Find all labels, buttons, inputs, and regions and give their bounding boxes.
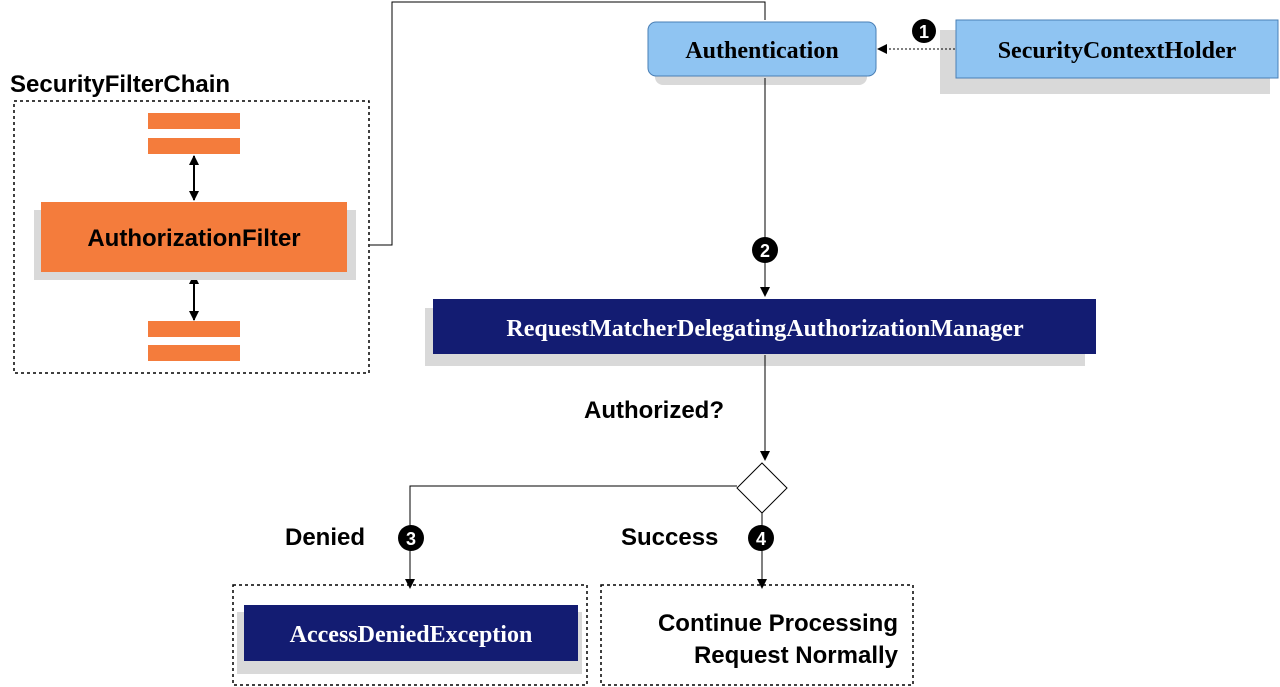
authorization-filter-box: [41, 202, 347, 272]
authorization-filter-label: AuthorizationFilter: [87, 225, 300, 252]
authentication-box: [647, 21, 877, 77]
filter-bar-lower-2: [148, 345, 240, 361]
step-2-badge: [752, 237, 778, 263]
manager-label: RequestMatcherDelegatingAuthorizationMan…: [506, 316, 1024, 342]
security-context-holder-box: [955, 19, 1279, 79]
step-3-badge: [398, 525, 424, 551]
continue-processing-frame: [600, 584, 914, 686]
filter-bar-upper-2: [148, 138, 240, 154]
step-4-badge: [748, 525, 774, 551]
access-denied-frame: [232, 584, 588, 686]
step-1-badge: [912, 19, 936, 43]
manager-box: [433, 299, 1096, 354]
decision-diamond: [736, 462, 788, 514]
authorized-question-label: Authorized?: [584, 397, 724, 424]
authentication-label: Authentication: [685, 38, 838, 64]
filter-bar-lower-1: [148, 321, 240, 337]
security-filter-chain-title: SecurityFilterChain: [10, 71, 230, 98]
filter-bar-upper-1: [148, 113, 240, 129]
step-1-number: 1: [919, 22, 929, 42]
denied-label: Denied: [285, 524, 365, 551]
continue-processing-line-2: Request Normally: [694, 642, 899, 669]
denied-branch-line: [405, 485, 737, 589]
security-filter-chain-frame: [13, 100, 370, 374]
access-denied-label: AccessDeniedException: [290, 622, 533, 648]
step-4-number: 4: [756, 529, 766, 549]
access-denied-box: [244, 605, 578, 661]
security-context-holder-label: SecurityContextHolder: [998, 38, 1237, 64]
continue-processing-line-1: Continue Processing: [658, 610, 898, 637]
step-3-number: 3: [406, 529, 416, 549]
filter-connector-line: [370, 1, 766, 246]
success-label: Success: [621, 524, 718, 551]
step-2-number: 2: [760, 241, 770, 261]
